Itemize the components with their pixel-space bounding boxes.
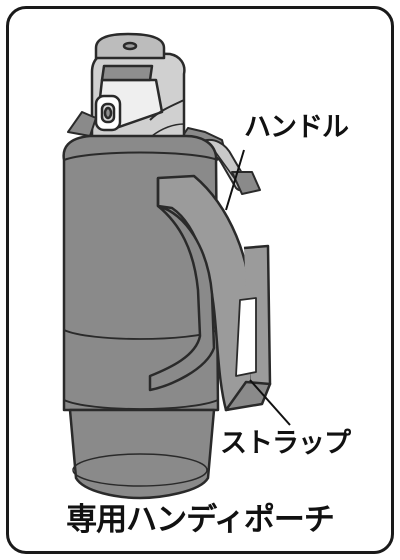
strap-label: ストラップ <box>220 430 350 457</box>
pouch-left-loop <box>68 112 96 136</box>
bottle-lid <box>92 34 184 150</box>
handle-label: ハンドル <box>244 114 348 141</box>
figure-caption: 専用ハンディポーチ <box>0 505 400 536</box>
